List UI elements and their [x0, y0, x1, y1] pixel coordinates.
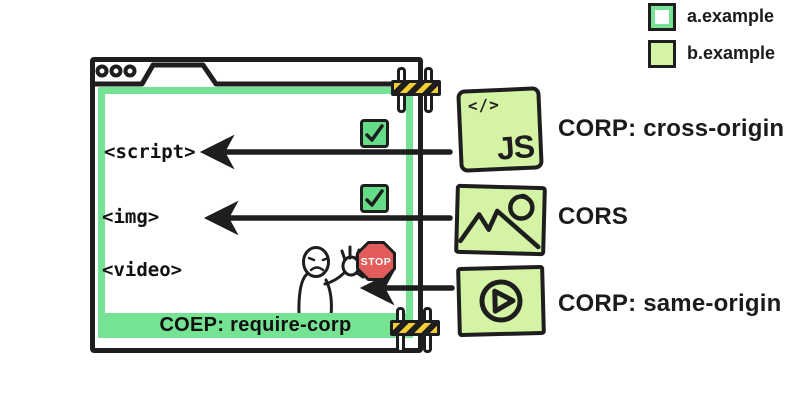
- corp-same-origin-label: CORP: same-origin: [558, 290, 782, 317]
- js-file-icon: </> JS: [456, 86, 544, 173]
- video-icon: [456, 264, 546, 338]
- coep-banner: COEP: require-corp: [98, 313, 413, 338]
- js-file-label: JS: [495, 127, 536, 167]
- script-tag-label: <script>: [104, 141, 196, 163]
- window-dot-icon: [95, 64, 109, 78]
- blocking-person-icon: [297, 245, 366, 318]
- check-icon: [360, 119, 389, 148]
- browser-tab-icon: [90, 62, 423, 87]
- a-example-swatch-inner: [651, 6, 673, 28]
- corp-cross-origin-label: CORP: cross-origin: [558, 115, 785, 142]
- b-example-swatch-icon: [648, 40, 676, 68]
- img-tag-label: <img>: [102, 206, 160, 228]
- video-tag-label: <video>: [102, 259, 183, 281]
- code-glyph: </>: [467, 94, 501, 116]
- window-dot-icon: [109, 64, 123, 78]
- stop-sign-icon: STOP: [356, 241, 396, 281]
- stop-sign-text: STOP: [361, 256, 391, 268]
- clamp-icon: [390, 307, 440, 357]
- b-example-label: b.example: [687, 43, 776, 63]
- cors-label: CORS: [558, 203, 629, 230]
- clamp-bar-icon: [390, 320, 440, 336]
- clamp-bar-icon: [391, 80, 441, 96]
- image-icon: [454, 183, 547, 257]
- check-icon: [360, 184, 389, 213]
- window-dot-icon: [123, 64, 137, 78]
- coep-banner-label: COEP: require-corp: [159, 314, 352, 336]
- clamp-icon: [391, 67, 441, 117]
- a-example-label: a.example: [687, 6, 775, 26]
- browser-chrome: [90, 62, 423, 87]
- a-example-swatch-icon: [648, 3, 676, 31]
